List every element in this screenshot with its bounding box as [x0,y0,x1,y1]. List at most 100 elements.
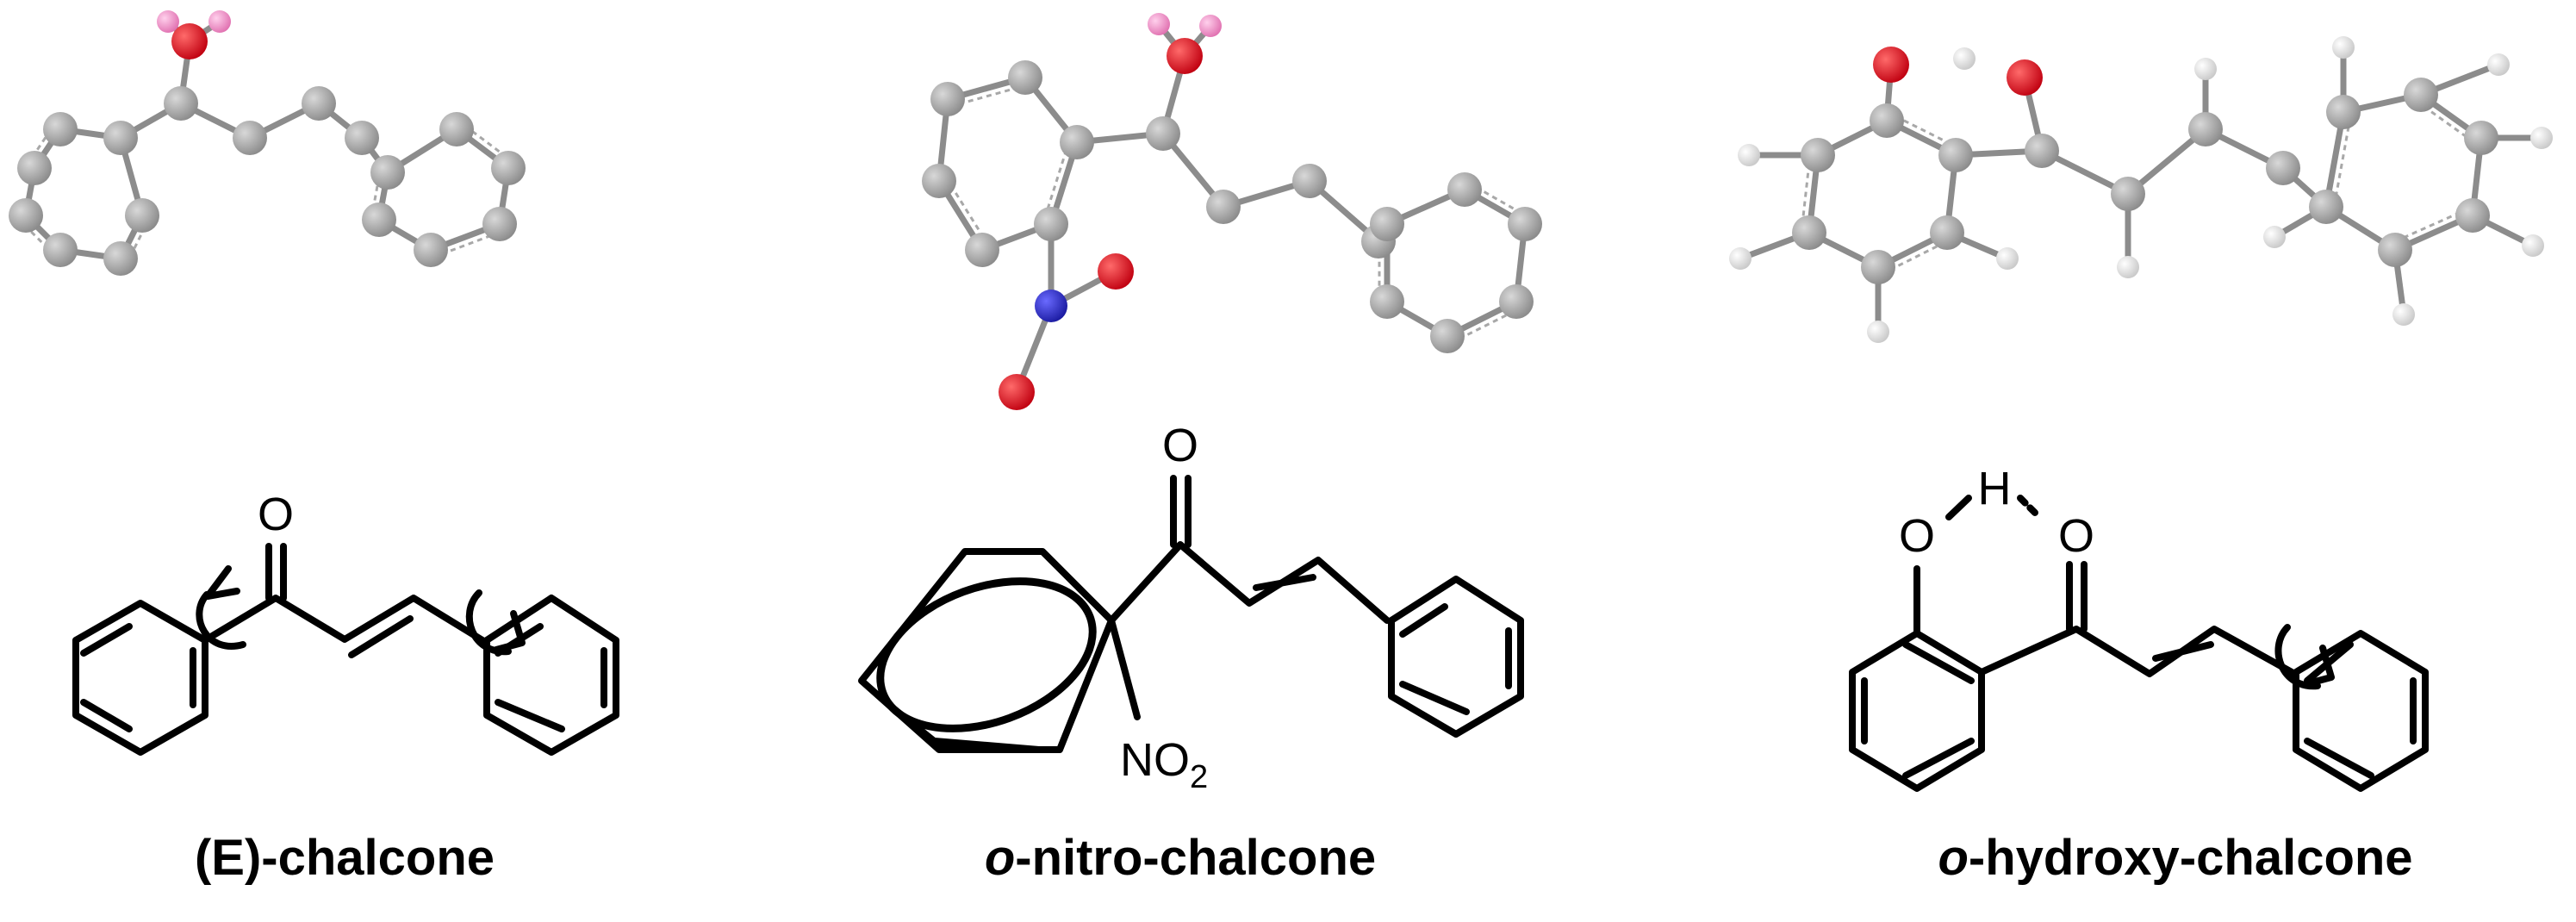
carbon-atom [1930,215,1964,250]
hydrogen-atom [2332,36,2355,59]
hydrogen-atom [157,10,179,33]
carbon-atom [1508,207,1542,241]
carbon-atom [345,121,379,155]
phenol-oxygen-label: O [1899,510,1935,562]
carbon-atom [1861,250,1895,284]
carbon-atom [1447,172,1482,207]
carbon-atom [2111,177,2145,211]
carbon-atom [2025,134,2059,168]
carbon-atom [362,202,396,237]
e-chalcone-structure [72,543,619,756]
carbon-atom [164,86,198,121]
hydrogen-atom [2392,303,2415,326]
carbon-atom [491,151,526,185]
nitro-group-label: NO2 [1120,734,1208,795]
oxygen-atom [2007,59,2043,96]
enone-chain [1108,541,1391,624]
caption-e-chalcone: (E)-chalcone [195,830,495,886]
carbon-atom [17,151,52,185]
aromatic-bond [1458,311,1513,340]
carbon-atom [2326,95,2361,129]
o-h-bond [1945,495,1972,520]
carbon-atom [2188,112,2223,146]
carbon-atom [439,112,474,146]
carbon-atom [2309,190,2343,224]
aromatic-bond [2400,211,2461,240]
aromatic-bond [1801,163,1811,223]
carbon-atom [1370,284,1404,319]
o-hydroxy-chalcone-structure [1849,495,2429,792]
right-benzene-ring [483,595,619,756]
hydrogen-atom [2117,256,2139,278]
carbon-atom [482,207,517,241]
hydrogen-atom [1867,321,1889,343]
hydrogen-atom [208,10,231,33]
oxygen-atom [999,374,1035,410]
carbon-atom [414,233,448,267]
aromatic-bond [2334,124,2350,197]
carbon-atom [302,86,336,121]
hydrogen-bond [2017,495,2041,519]
carbon-atom [2404,78,2438,112]
rotation-arrow-left [196,591,246,650]
o-hydroxy-chalcone-3d-model [1729,36,2553,343]
aromatic-bond [958,86,1019,106]
hydrogen-atom [2194,58,2217,80]
carbon-atom [1060,125,1094,159]
carbon-atom [930,82,965,116]
oxygen-atom [171,23,208,59]
oxygen-atom [1098,253,1134,290]
carbon-atom [922,164,956,198]
hydrogen-atom [1953,47,1976,70]
left-benzene-ring [72,600,208,756]
carbon-atom [370,155,405,190]
caption-o-nitro-chalcone: o-nitro-chalcone [985,830,1376,886]
carbon-atom [1430,319,1465,353]
hydrogen-atom [2487,53,2510,76]
carbon-atom [1292,164,1327,198]
carbon-atom [103,241,138,276]
carbon-atom [233,121,267,155]
aromatic-bond [949,184,985,239]
hydrogen-atom [2530,127,2553,149]
carbon-atom [1938,138,1973,172]
oxygen-atom [1167,38,1203,74]
hydrogen-label: H [1978,463,2012,514]
carbon-atom [2378,233,2412,267]
nitro-bond [1108,617,1141,720]
enone-chain [1978,626,2295,677]
carbon-atom [1206,190,1241,224]
carbon-atom [1792,215,1826,250]
carbon-atom [2464,121,2498,155]
phenyl-ring [2293,630,2429,792]
hydrogen-atom [1199,15,1222,37]
aromatic-bond [466,126,508,159]
aromatic-bond [1045,149,1068,213]
carbonyl-oxygen-label: O [1162,420,1198,471]
carbon-atom [1801,138,1835,172]
carbon-atom [1034,207,1068,241]
carbon-atom [965,233,999,267]
carbon-atom [125,198,159,233]
carbonyl-oxygen-label: O [258,489,294,540]
aromatic-bond [1897,116,1952,146]
o-nitro-chalcone-3d-model [922,13,1542,410]
carbon-atom [1499,284,1534,319]
phenyl-ring [1388,576,1524,738]
hydrogen-atom [1148,13,1170,35]
carbon-atom [43,233,78,267]
carbon-atom [1870,103,1904,138]
hydrogen-atom [2522,234,2544,257]
carbon-atom [1146,116,1180,151]
carbon-atom [43,112,78,146]
oxygen-atom [1873,47,1909,83]
hydrogen-atom [1996,247,2019,270]
e-chalcone-3d-model [9,10,526,276]
o-nitro-chalcone-structure [858,475,1524,753]
carbon-atom [1370,207,1404,241]
carbon-atom [1008,60,1042,95]
carbon-atom [103,121,138,155]
hydrogen-atom [2263,226,2286,248]
phenol-ring [1849,630,1985,792]
